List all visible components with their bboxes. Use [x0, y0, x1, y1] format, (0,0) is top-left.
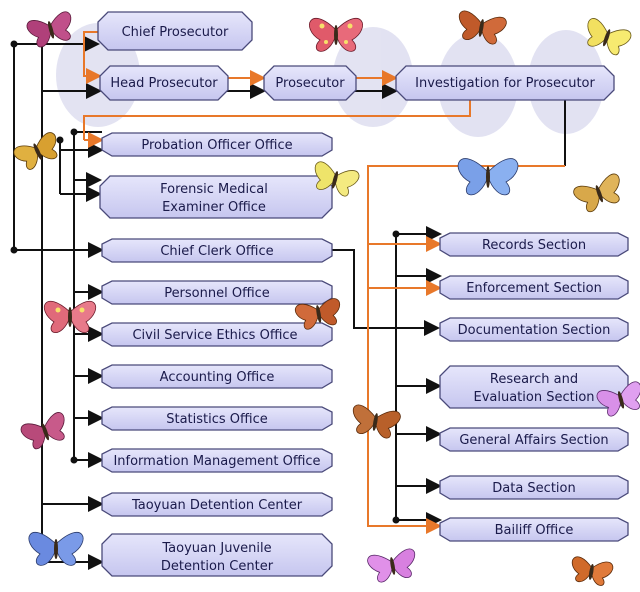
- probation-label: Probation Officer Office: [141, 138, 292, 153]
- records-box: [439, 232, 629, 257]
- prosecutor-box: [263, 65, 357, 101]
- research-label-line1: Research and: [490, 372, 578, 387]
- personnel-label: Personnel Office: [164, 286, 270, 301]
- documentation-box: [439, 317, 629, 342]
- butterfly-icon: [457, 158, 519, 196]
- accounting-box: [101, 364, 333, 389]
- black-connectors: [13, 36, 566, 570]
- butterfly-icon: [314, 161, 360, 197]
- head-prosecutor-box: [99, 65, 229, 101]
- butterfly-icon: [13, 132, 58, 170]
- butterfly-icon: [26, 11, 72, 48]
- chief-clerk-box: [101, 238, 333, 263]
- butterfly-icon: [20, 412, 65, 450]
- accounting-label: Accounting Office: [160, 370, 275, 385]
- ethics-label: Civil Service Ethics Office: [132, 328, 297, 343]
- butterfly-icon: [28, 532, 84, 566]
- chief-prosecutor-box: [97, 11, 253, 51]
- bailiff-box: [439, 517, 629, 542]
- chief-prosecutor-label: Chief Prosecutor: [122, 25, 229, 40]
- juvenile-label-line1: Taoyuan Juvenile: [161, 541, 271, 556]
- detention-box: [101, 492, 333, 517]
- detention-label: Taoyuan Detention Center: [131, 498, 303, 513]
- forensic-label-line2: Examiner Office: [162, 200, 266, 215]
- forensic-label-line1: Forensic Medical: [160, 182, 268, 197]
- butterfly-icon: [367, 548, 416, 583]
- butterfly-icon: [43, 300, 97, 334]
- records-label: Records Section: [482, 238, 586, 253]
- general-affairs-box: [439, 427, 629, 452]
- statistics-label: Statistics Office: [166, 412, 268, 427]
- butterfly-icon: [573, 173, 620, 213]
- info-mgmt-label: Information Management Office: [113, 454, 320, 469]
- butterflies: [13, 10, 640, 586]
- info-mgmt-box: [101, 448, 333, 473]
- butterfly-icon: [458, 10, 507, 45]
- juvenile-box: [101, 533, 333, 577]
- investigation-label: Investigation for Prosecutor: [415, 76, 595, 91]
- probation-box: [101, 132, 333, 157]
- data-box: [439, 475, 629, 500]
- butterfly-icon: [295, 298, 341, 330]
- butterfly-icon: [587, 18, 632, 56]
- butterfly-icon: [596, 381, 640, 417]
- prosecutor-label: Prosecutor: [275, 76, 345, 91]
- node-labels: Chief Prosecutor Head Prosecutor Prosecu…: [110, 25, 610, 574]
- butterfly-icon: [352, 404, 401, 439]
- enforcement-box: [439, 275, 629, 300]
- bailiff-label: Bailiff Office: [495, 523, 574, 538]
- butterfly-icon: [309, 18, 363, 52]
- investigation-box: [395, 65, 615, 101]
- general-affairs-label: General Affairs Section: [459, 433, 608, 448]
- junction-dots: [10, 40, 400, 524]
- personnel-box: [101, 280, 333, 305]
- statistics-box: [101, 406, 333, 431]
- data-label: Data Section: [492, 481, 575, 496]
- ethics-box: [101, 322, 333, 347]
- node-boxes: [97, 11, 629, 577]
- head-prosecutor-label: Head Prosecutor: [110, 76, 218, 91]
- documentation-label: Documentation Section: [458, 323, 611, 338]
- juvenile-label-line2: Detention Center: [161, 559, 274, 574]
- chief-clerk-label: Chief Clerk Office: [160, 244, 273, 259]
- butterfly-icon: [571, 556, 614, 586]
- research-label-line2: Evaluation Section: [473, 390, 594, 405]
- enforcement-label: Enforcement Section: [466, 281, 602, 296]
